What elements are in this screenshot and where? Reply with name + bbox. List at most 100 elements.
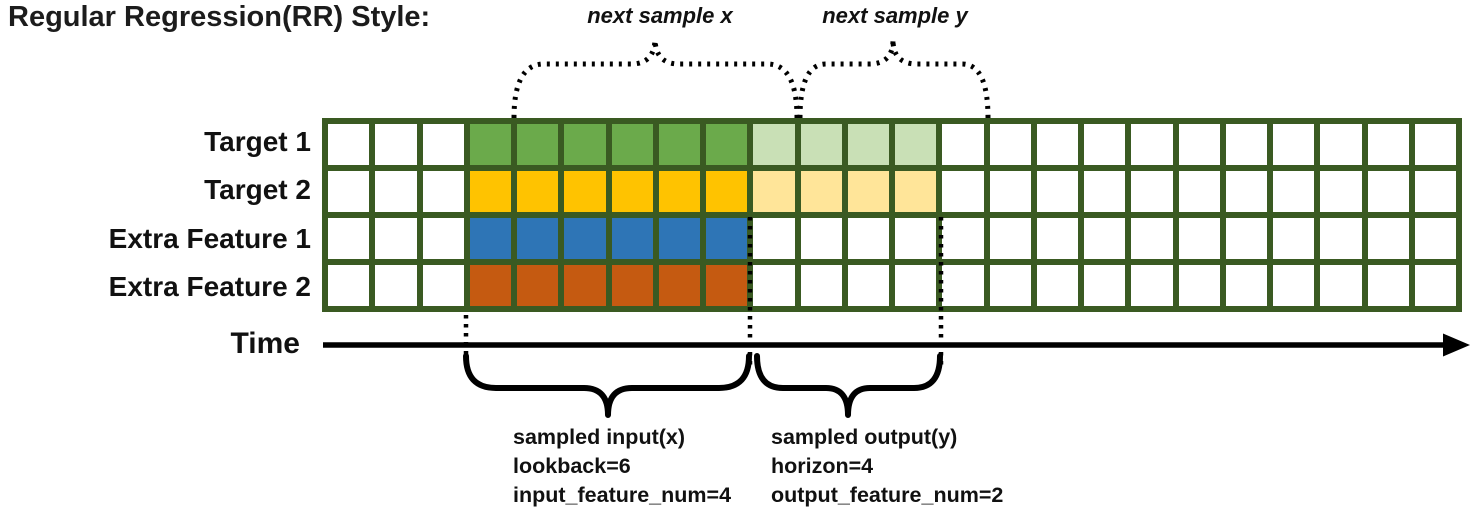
- grid-cell: [753, 171, 795, 212]
- grid-cell: [1036, 171, 1078, 212]
- grid-cell: [469, 124, 511, 165]
- next-sample-y-label: next sample y: [822, 3, 968, 28]
- grid-cell: [1320, 218, 1362, 259]
- grid-cell: [800, 124, 842, 165]
- grid-cell: [1084, 171, 1126, 212]
- grid-cell: [611, 171, 653, 212]
- time-arrow: [323, 333, 1470, 357]
- grid-cell: [1178, 124, 1220, 165]
- grid-cell: [706, 124, 748, 165]
- grid-cell: [658, 265, 700, 306]
- grid-cell: [375, 171, 417, 212]
- input-span-brace: [463, 353, 752, 418]
- grid-cell: [1367, 265, 1409, 306]
- grid-cell: [942, 124, 984, 165]
- grid-cell: [753, 124, 795, 165]
- grid-cell: [800, 171, 842, 212]
- grid-cell: [1320, 124, 1362, 165]
- grid-cell: [517, 171, 559, 212]
- grid-cell: [1178, 218, 1220, 259]
- grid-cell: [469, 265, 511, 306]
- sampled-input-text: sampled input(x) lookback=6 input_featur…: [513, 423, 731, 510]
- grid-cell: [422, 265, 464, 306]
- grid-cell: [800, 265, 842, 306]
- grid-cell: [1273, 265, 1315, 306]
- grid-cell: [469, 218, 511, 259]
- grid-cell: [1414, 124, 1456, 165]
- grid-cell: [1131, 265, 1173, 306]
- grid-cell: [1225, 218, 1267, 259]
- grid-cell: [1414, 171, 1456, 212]
- row-label-target-1: Target 1: [204, 126, 311, 157]
- grid-cell: [1320, 171, 1362, 212]
- grid-cell: [706, 265, 748, 306]
- grid-cell: [847, 218, 889, 259]
- grid-cell: [847, 265, 889, 306]
- grid-cell: [422, 124, 464, 165]
- grid-cell: [895, 124, 937, 165]
- sample-grid: [322, 118, 1462, 312]
- grid-cell: [1414, 265, 1456, 306]
- grid-cell: [1131, 124, 1173, 165]
- grid-cell: [564, 124, 606, 165]
- grid-cell: [942, 218, 984, 259]
- grid-cell: [658, 218, 700, 259]
- sampled-output-title: sampled output(y): [771, 425, 958, 449]
- grid-cell: [1131, 218, 1173, 259]
- grid-cell: [989, 171, 1031, 212]
- grid-cell: [422, 218, 464, 259]
- grid-cell: [611, 218, 653, 259]
- grid-cell: [895, 265, 937, 306]
- grid-cell: [1036, 124, 1078, 165]
- grid-cell: [375, 265, 417, 306]
- grid-cell: [1084, 265, 1126, 306]
- next-sample-x-brace: [511, 37, 800, 119]
- grid-cell: [1084, 218, 1126, 259]
- grid-cell: [895, 218, 937, 259]
- horizon-value: horizon=4: [771, 454, 874, 478]
- grid-cell: [1273, 218, 1315, 259]
- grid-cell: [1225, 171, 1267, 212]
- grid-cell: [517, 124, 559, 165]
- grid-cell: [895, 171, 937, 212]
- grid-cell: [942, 265, 984, 306]
- grid-cell: [564, 265, 606, 306]
- grid-cell: [328, 265, 370, 306]
- grid-cell: [422, 171, 464, 212]
- output-span-brace: [754, 353, 943, 418]
- grid-cell: [847, 124, 889, 165]
- grid-cell: [989, 124, 1031, 165]
- output-feature-num-value: output_feature_num=2: [771, 483, 1004, 507]
- grid-cell: [328, 171, 370, 212]
- row-label-target-2: Target 2: [204, 174, 311, 205]
- next-sample-y-brace: [797, 39, 991, 119]
- next-sample-x-label: next sample x: [587, 3, 733, 28]
- grid-cell: [1225, 124, 1267, 165]
- grid-cell: [658, 171, 700, 212]
- sampled-output-text: sampled output(y) horizon=4 output_featu…: [771, 423, 1003, 510]
- grid-cell: [328, 218, 370, 259]
- grid-cell: [375, 124, 417, 165]
- grid-cell: [611, 124, 653, 165]
- row-label-extra-feature-2: Extra Feature 2: [108, 271, 311, 302]
- grid-cell: [564, 171, 606, 212]
- grid-cell: [989, 265, 1031, 306]
- input-feature-num-value: input_feature_num=4: [513, 483, 732, 507]
- grid-cell: [328, 124, 370, 165]
- grid-cell: [469, 171, 511, 212]
- grid-cell: [375, 218, 417, 259]
- diagram-title: Regular Regression(RR) Style:: [8, 1, 431, 33]
- grid-cell: [1225, 265, 1267, 306]
- time-axis-label: Time: [230, 327, 300, 360]
- grid-cell: [1273, 124, 1315, 165]
- grid-cell: [1414, 218, 1456, 259]
- grid-cell: [800, 218, 842, 259]
- grid-cell: [753, 265, 795, 306]
- grid-cell: [1367, 124, 1409, 165]
- grid-cell: [1036, 265, 1078, 306]
- grid-cell: [1367, 171, 1409, 212]
- grid-cell: [564, 218, 606, 259]
- grid-cell: [1273, 171, 1315, 212]
- grid-cell: [706, 218, 748, 259]
